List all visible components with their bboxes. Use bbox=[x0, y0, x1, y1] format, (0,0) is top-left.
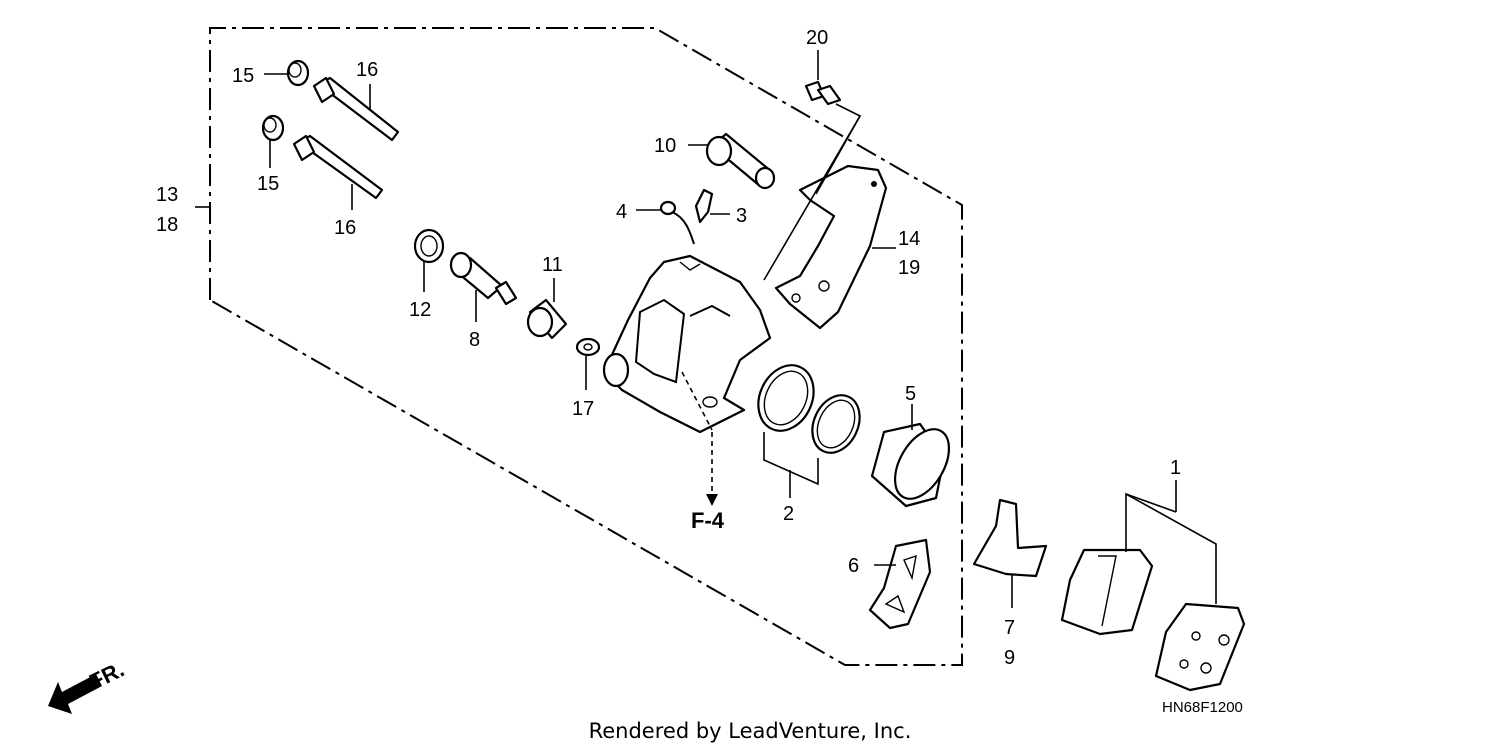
part-12-seal[interactable] bbox=[413, 228, 445, 264]
part-2-piston-seal-inner[interactable] bbox=[803, 388, 868, 461]
reference-f4[interactable]: F-4 bbox=[691, 508, 725, 533]
callout-3: 3 bbox=[736, 205, 747, 227]
callout-14: 14 bbox=[898, 228, 920, 250]
callout-8: 8 bbox=[469, 329, 480, 351]
callout-7: 7 bbox=[1004, 617, 1015, 639]
callout-16-upper: 16 bbox=[356, 59, 378, 81]
part-20-bolt[interactable] bbox=[804, 80, 842, 106]
callout-6: 6 bbox=[848, 555, 859, 577]
part-15-cap-lower[interactable] bbox=[261, 114, 285, 142]
callout-11: 11 bbox=[542, 254, 563, 276]
callout-9: 9 bbox=[1004, 647, 1015, 669]
diagram-code: HN68F1200 bbox=[1162, 699, 1243, 716]
part-6-pad-spring[interactable] bbox=[868, 538, 932, 630]
callout-4: 4 bbox=[616, 201, 627, 223]
front-arrow-icon: FR. bbox=[48, 656, 128, 714]
callout-19: 19 bbox=[898, 257, 920, 279]
callout-12: 12 bbox=[409, 299, 431, 321]
callout-2: 2 bbox=[783, 503, 794, 525]
callout-20: 20 bbox=[806, 27, 828, 49]
part-4-bleeder-cap[interactable] bbox=[659, 200, 695, 245]
callout-5: 5 bbox=[905, 383, 916, 405]
callout-10: 10 bbox=[654, 135, 676, 157]
caliper-assembly-boundary bbox=[209, 27, 963, 666]
callout-16-lower: 16 bbox=[334, 217, 356, 239]
callout-17: 17 bbox=[572, 398, 594, 420]
part-10-sleeve[interactable] bbox=[705, 132, 776, 190]
part-15-cap-upper[interactable] bbox=[286, 59, 310, 87]
part-1-brake-pad-front[interactable] bbox=[1060, 548, 1154, 636]
callout-18: 18 bbox=[156, 214, 178, 236]
part-1-brake-pad-rear[interactable] bbox=[1154, 602, 1246, 692]
callout-1: 1 bbox=[1170, 457, 1181, 479]
callout-15-lower: 15 bbox=[257, 173, 279, 195]
part-16-pin-lower[interactable] bbox=[292, 134, 384, 200]
part-7-pad-retainer[interactable] bbox=[972, 498, 1048, 578]
part-5-piston[interactable] bbox=[870, 420, 960, 508]
part-14-caliper-bracket[interactable] bbox=[774, 164, 888, 330]
caliper-body[interactable] bbox=[602, 254, 772, 434]
part-17-washer[interactable] bbox=[575, 337, 601, 357]
part-3-bleeder-screw[interactable] bbox=[694, 188, 714, 224]
callout-15-upper: 15 bbox=[232, 65, 254, 87]
leader-lines bbox=[195, 50, 1217, 608]
part-16-pin-upper[interactable] bbox=[312, 76, 400, 142]
f4-arrow-head bbox=[706, 494, 718, 506]
credit-line: Rendered by LeadVenture, Inc. bbox=[589, 719, 912, 743]
callout-13: 13 bbox=[156, 184, 178, 206]
part-8-slide-pin[interactable] bbox=[449, 251, 518, 306]
part-11-boot[interactable] bbox=[526, 298, 568, 340]
part-2-piston-seal-outer[interactable] bbox=[748, 356, 824, 440]
